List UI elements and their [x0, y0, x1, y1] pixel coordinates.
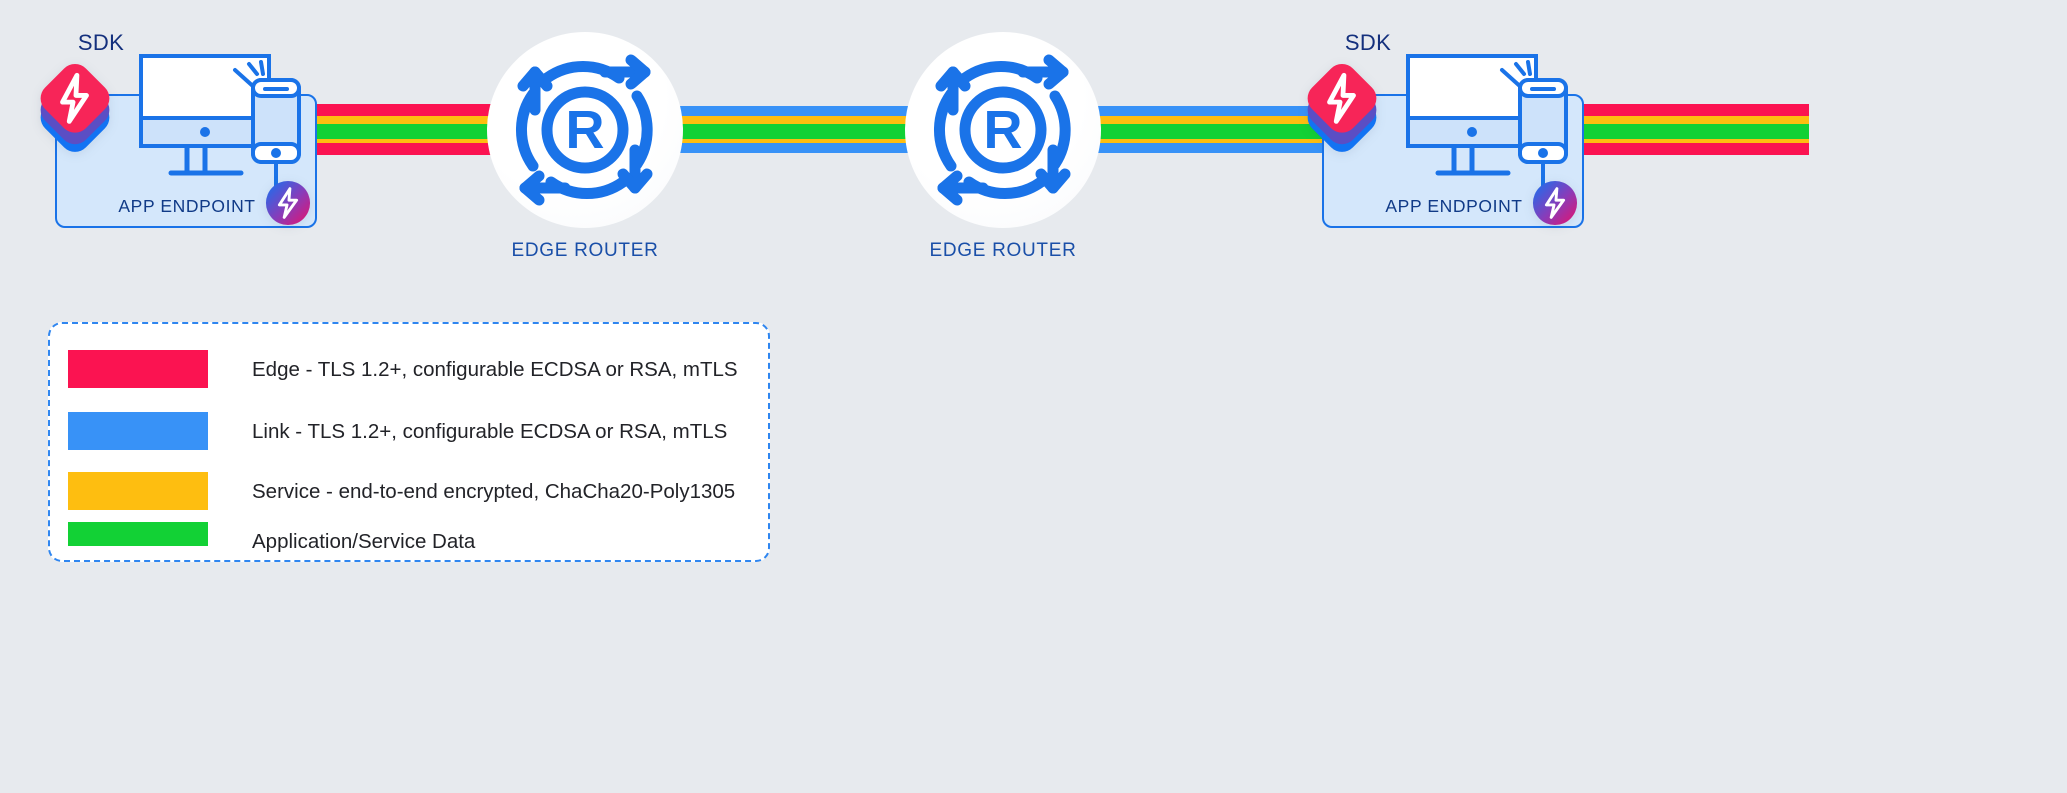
router-icon: R	[515, 54, 653, 206]
sdk-logo-icon	[1307, 63, 1377, 152]
edge-router-left-label: EDGE ROUTER	[511, 240, 659, 261]
legend-label-link: Link - TLS 1.2+, configurable ECDSA or R…	[252, 420, 728, 443]
svg-text:R: R	[984, 100, 1023, 160]
edge-router-right-label: EDGE ROUTER	[929, 240, 1077, 261]
legend-swatch-edge	[68, 350, 208, 388]
sdk-label-left: SDK	[77, 30, 125, 55]
edge-router-right[interactable]: R EDGE ROUTER	[905, 32, 1101, 261]
router-icon: R	[933, 54, 1071, 206]
legend-swatch-link	[68, 412, 208, 450]
endpoint-identity-badge-icon	[265, 180, 311, 226]
svg-text:R: R	[566, 100, 605, 160]
legend-swatch-service	[68, 472, 208, 510]
app-endpoint-right-label: APP ENDPOINT	[1385, 196, 1523, 216]
edge-router-left[interactable]: R EDGE ROUTER	[487, 32, 683, 261]
legend-label-service: Service - end-to-end encrypted, ChaCha20…	[252, 480, 736, 503]
sdk-logo-icon	[40, 63, 110, 152]
sdk-label-right: SDK	[1344, 30, 1392, 55]
legend-swatch-application-data	[68, 522, 208, 546]
app-endpoint-left[interactable]: SDK APP ENDPOINT	[40, 30, 319, 230]
app-endpoint-right[interactable]: SDK APP ENDPOINT	[1307, 30, 1586, 230]
device-icons	[1406, 54, 1568, 192]
endpoint-identity-badge-icon	[1532, 180, 1578, 226]
device-icons	[139, 54, 301, 192]
legend-label-application-data: Application/Service Data	[252, 530, 476, 553]
app-endpoint-left-label: APP ENDPOINT	[118, 196, 256, 216]
legend-label-edge: Edge - TLS 1.2+, configurable ECDSA or R…	[252, 358, 738, 381]
legend-panel: Edge - TLS 1.2+, configurable ECDSA or R…	[48, 322, 770, 562]
